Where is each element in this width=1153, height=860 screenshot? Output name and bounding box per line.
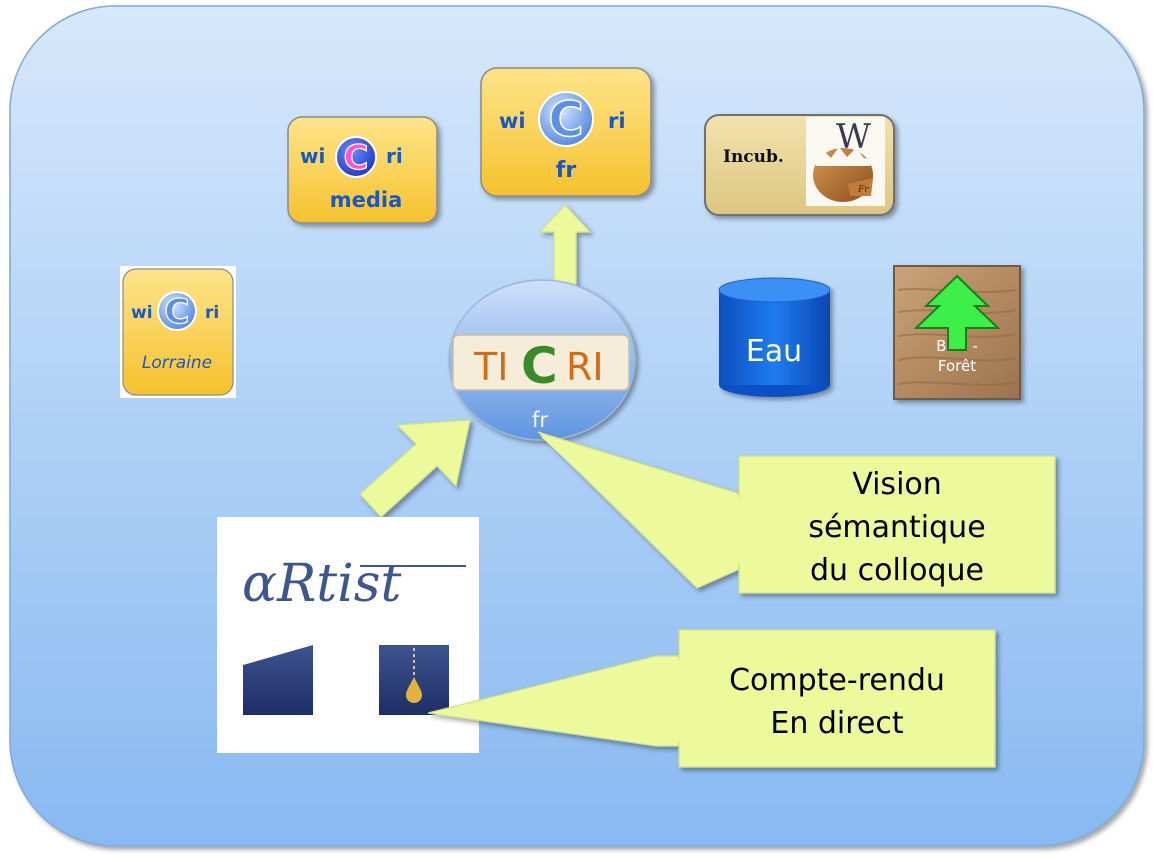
ticri-c: C xyxy=(521,337,558,395)
eau-database[interactable]: Eau xyxy=(718,277,831,397)
egg-shell-crack xyxy=(813,147,873,166)
wicri-fr-right: ri xyxy=(608,109,626,133)
egg-fr-label: Fr xyxy=(857,185,869,195)
vision-line3: du colloque xyxy=(810,553,984,588)
ticri-node[interactable]: TI C RI fr xyxy=(448,279,636,441)
artist-image-left xyxy=(243,645,313,715)
artist-panel[interactable]: αRtist xyxy=(217,517,479,753)
vision-line1: Vision xyxy=(852,467,942,502)
incubator-tile[interactable]: Incub. W Fr xyxy=(704,114,895,216)
wicri-lorraine-sub: Lorraine xyxy=(142,353,212,373)
vision-line2: sémantique xyxy=(808,510,985,545)
c-logo-icon xyxy=(538,91,594,147)
c-logo-letter: C xyxy=(165,292,190,332)
compte-rendu-callout: Compte-rendu En direct xyxy=(427,629,996,768)
c-logo-icon xyxy=(335,136,377,178)
wicri-media-sub: media xyxy=(330,188,403,212)
ticri-ri: RI xyxy=(566,345,604,389)
incub-label: Incub. xyxy=(723,147,784,167)
c-logo-letter: C xyxy=(548,92,583,148)
compte-line1: Compte-rendu xyxy=(729,663,945,698)
wicri-lorraine-right: ri xyxy=(205,303,219,323)
wicri-media-left: wi xyxy=(300,144,325,168)
wicri-lorraine-tile[interactable]: wi C ri Lorraine xyxy=(120,266,236,398)
vision-callout-box xyxy=(738,455,1056,594)
artist-logo: αRtist xyxy=(242,554,401,614)
ticri-t: TI xyxy=(473,345,508,389)
shell-fragment xyxy=(848,178,873,196)
c-logo-letter: C xyxy=(344,138,369,178)
wicri-fr-sub: fr xyxy=(556,158,577,183)
drop-icon xyxy=(406,677,422,703)
bois-foret-tile[interactable]: Bois - Forêt xyxy=(893,265,1021,400)
ticri-sub: fr xyxy=(532,408,548,432)
c-logo-icon xyxy=(157,291,197,331)
wicri-media-right: ri xyxy=(386,144,403,168)
compte-callout-box xyxy=(678,629,996,768)
tree-icon xyxy=(913,274,1001,351)
bois-line2: Forêt xyxy=(938,357,976,375)
eau-label: Eau xyxy=(746,334,802,369)
incub-w-letter: W xyxy=(836,117,871,157)
wicri-fr-left: wi xyxy=(499,109,526,133)
arrow-artist-to-ticri xyxy=(359,419,471,518)
wicri-media-tile[interactable]: wi C ri media xyxy=(287,116,438,224)
compte-line2: En direct xyxy=(770,706,904,741)
wicri-fr-tile[interactable]: wi C ri fr xyxy=(480,67,652,197)
vision-callout: Vision sémantique du colloque xyxy=(537,431,1056,594)
wicri-lorraine-left: wi xyxy=(131,303,153,323)
ticri-logo-box xyxy=(452,334,630,391)
